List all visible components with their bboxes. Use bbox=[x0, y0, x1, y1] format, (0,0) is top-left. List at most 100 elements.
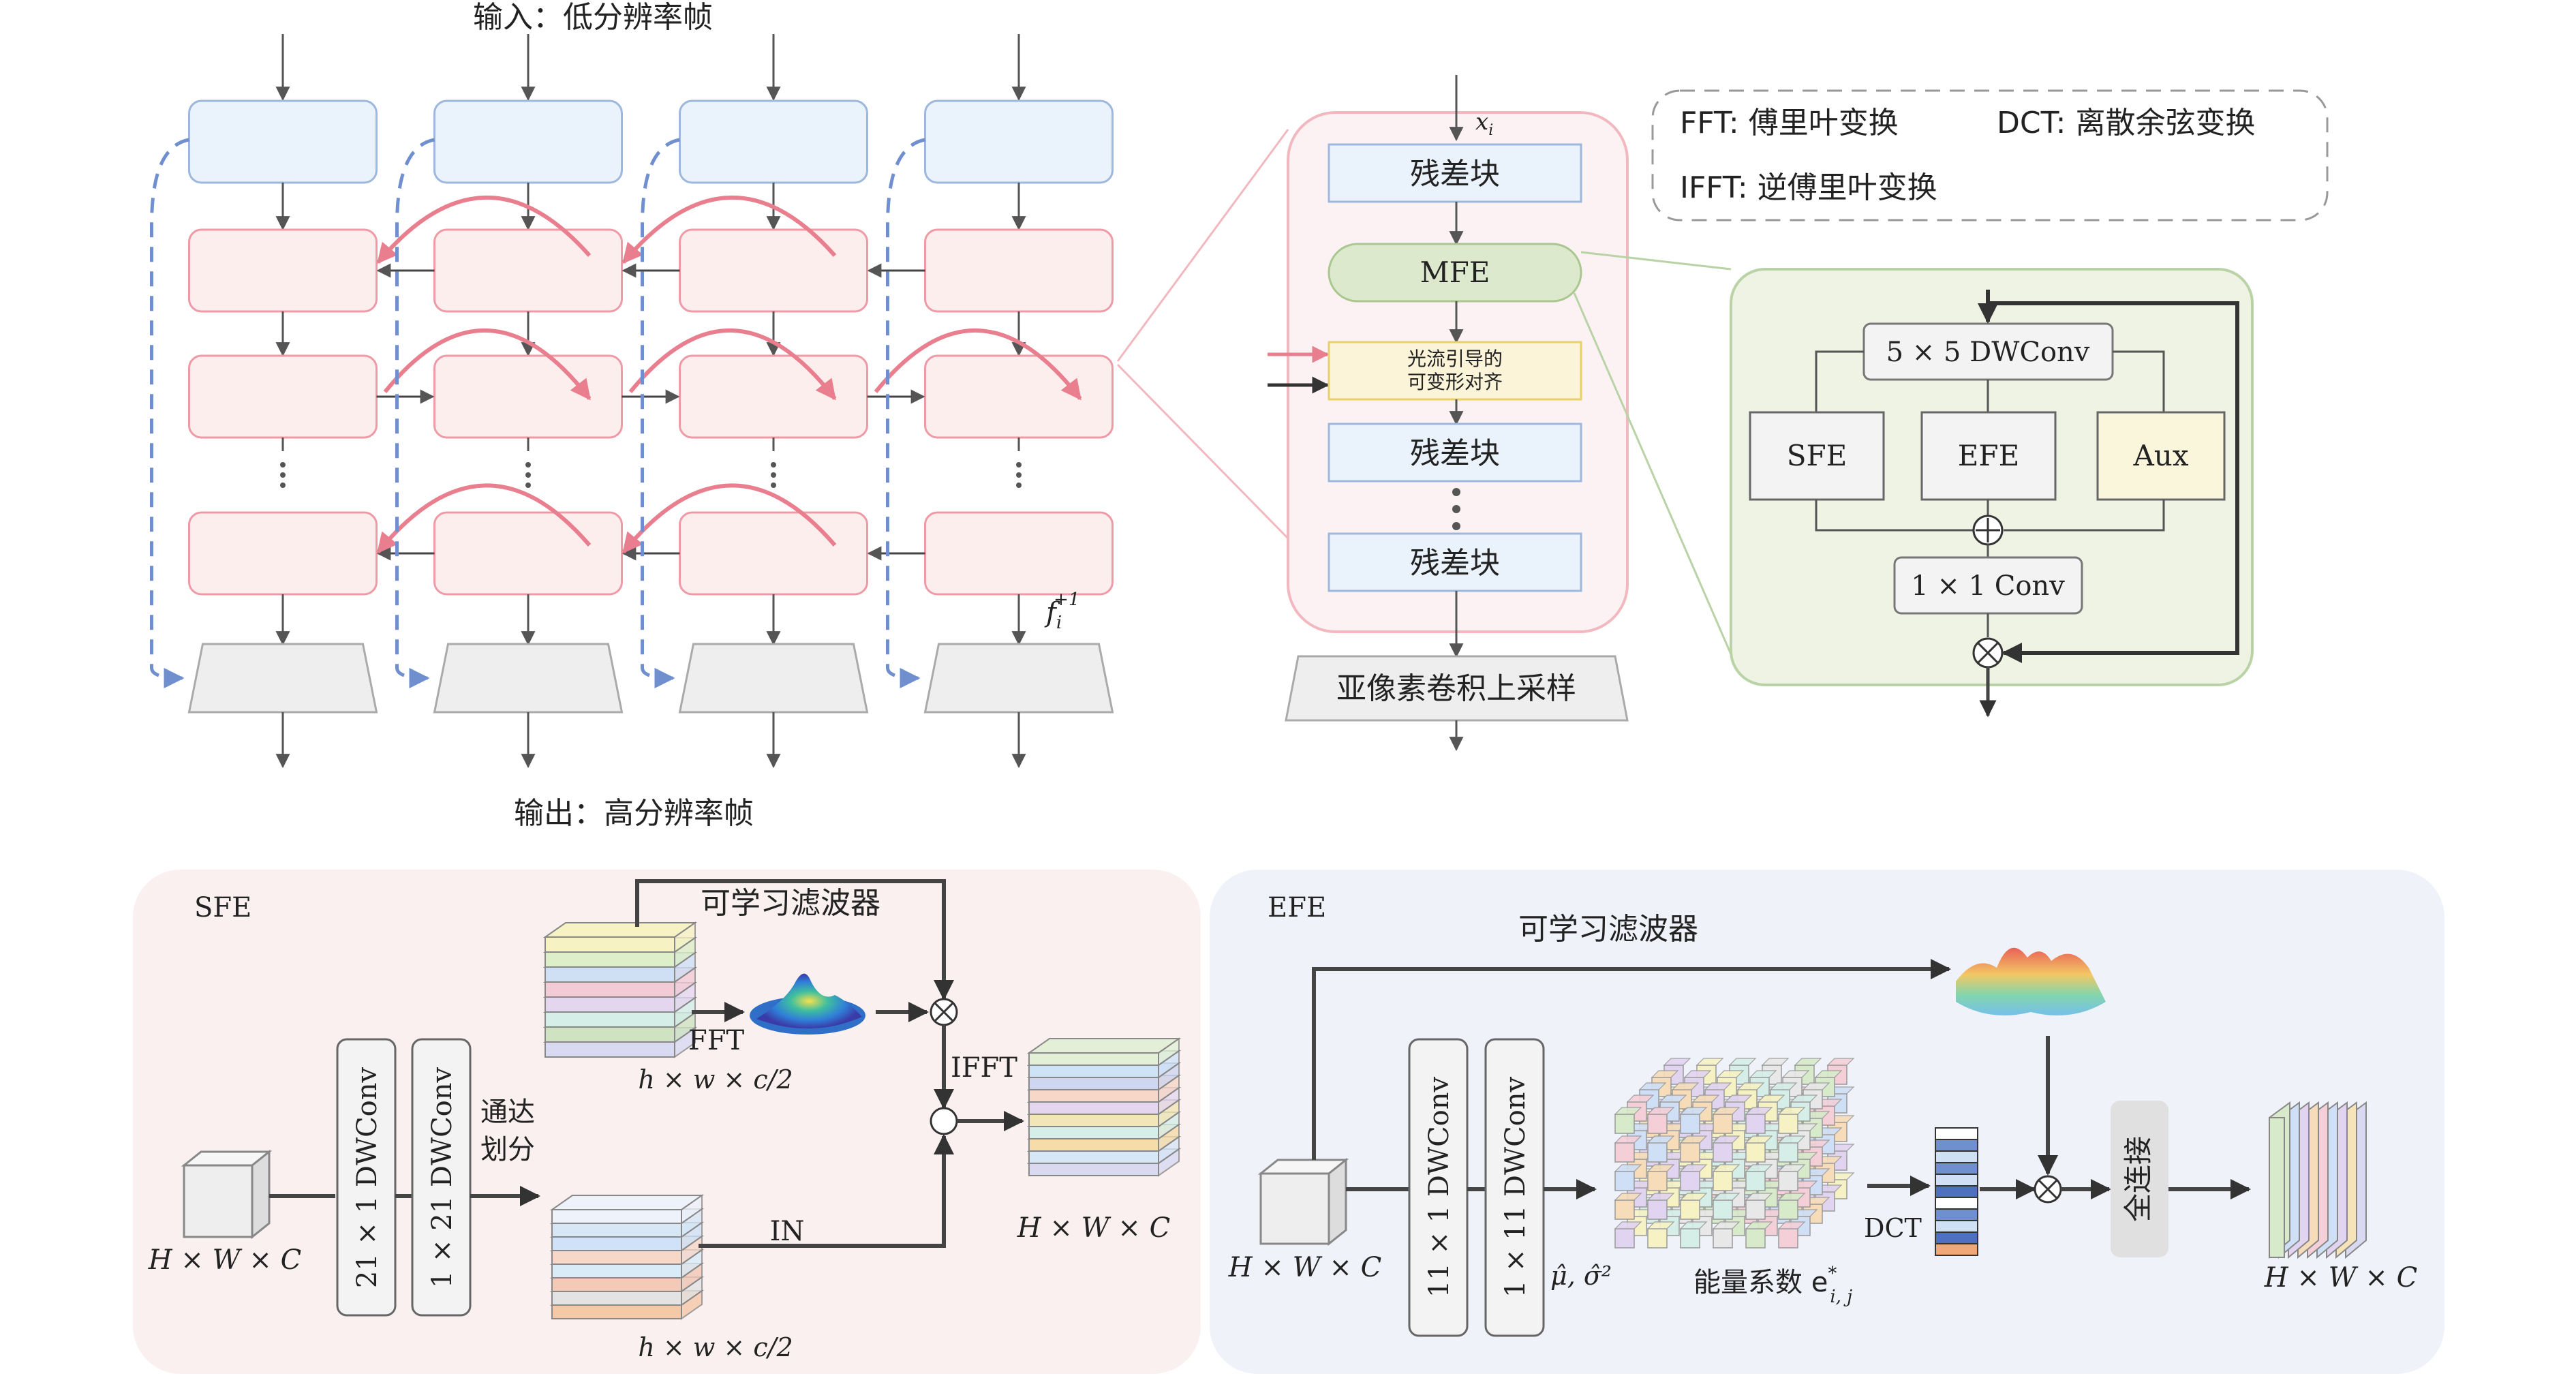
propagation-block bbox=[188, 228, 378, 313]
feature-slice-front bbox=[1028, 1126, 1159, 1139]
coef-cube bbox=[1680, 1142, 1700, 1163]
svg-text:21 × 1 DWConv: 21 × 1 DWConv bbox=[352, 1067, 383, 1288]
feature-slice bbox=[1026, 1038, 1182, 1054]
second-order-arc bbox=[376, 195, 592, 264]
svg-text:亚像素卷积上采样: 亚像素卷积上采样 bbox=[1336, 671, 1576, 706]
coef-cube bbox=[1647, 1228, 1668, 1249]
coef-cube-top bbox=[1614, 1221, 1642, 1229]
merge-node bbox=[930, 1107, 958, 1135]
coef-cube-top bbox=[1712, 1221, 1741, 1229]
feature-stack-bottom bbox=[549, 1194, 705, 1320]
coef-cube-top bbox=[1614, 1164, 1642, 1172]
coef-cube bbox=[1614, 1142, 1635, 1163]
coef-cube bbox=[1713, 1228, 1733, 1249]
feature-slice-front bbox=[1028, 1089, 1159, 1103]
svg-text:11 × 1 DWConv: 11 × 1 DWConv bbox=[1424, 1076, 1455, 1298]
ellipsis-dot bbox=[525, 472, 531, 478]
feature-slice-front bbox=[1028, 1052, 1159, 1066]
vector-cell bbox=[1935, 1162, 1978, 1175]
coef-cube-top bbox=[1777, 1164, 1806, 1172]
upsample-block bbox=[433, 643, 624, 714]
coef-cube-top bbox=[1614, 1135, 1642, 1144]
propagation-block bbox=[924, 511, 1114, 596]
coef-cube-top bbox=[1712, 1193, 1741, 1201]
aux-block bbox=[2096, 411, 2226, 501]
coef-cube-top bbox=[1614, 1193, 1642, 1201]
feature-stack-top bbox=[542, 921, 698, 1058]
coef-cube-top bbox=[1691, 1094, 1720, 1103]
coef-cube-top bbox=[1716, 1070, 1745, 1078]
coef-cube-top bbox=[1696, 1058, 1724, 1066]
coef-cube-top bbox=[1651, 1070, 1679, 1078]
vector-cell bbox=[1935, 1243, 1978, 1256]
zoom-line bbox=[1573, 292, 1732, 655]
feature-slice-front bbox=[551, 1264, 682, 1279]
coef-cube-top bbox=[1646, 1164, 1675, 1172]
svg-text:MFE: MFE bbox=[1420, 256, 1490, 289]
propagation-block bbox=[188, 354, 378, 439]
vector-cell bbox=[1935, 1208, 1978, 1221]
coef-cube bbox=[1614, 1114, 1635, 1134]
svg-text:SFE: SFE bbox=[1787, 439, 1847, 472]
input-cube bbox=[181, 1149, 273, 1240]
svg-text:1 × 11 DWConv: 1 × 11 DWConv bbox=[1500, 1076, 1531, 1298]
coef-cube bbox=[1778, 1228, 1798, 1249]
legend-fft: FFT: 傅里叶变换 bbox=[1680, 106, 1899, 140]
ifft-label: IFFT bbox=[951, 1052, 1017, 1084]
ellipsis-dot bbox=[525, 483, 531, 488]
block-input-var: xi bbox=[1475, 108, 1493, 139]
vector-cell bbox=[1935, 1220, 1978, 1233]
vector-cell bbox=[1935, 1150, 1978, 1163]
coef-cube bbox=[1680, 1114, 1700, 1134]
coef-cube-top bbox=[1671, 1082, 1700, 1090]
output-stack bbox=[2269, 1101, 2367, 1259]
svg-text:可变形对齐: 可变形对齐 bbox=[1407, 371, 1503, 393]
coef-cube bbox=[1713, 1199, 1733, 1220]
coef-cube-top bbox=[1679, 1135, 1708, 1144]
second-order-arc bbox=[622, 195, 837, 264]
zoom-line bbox=[1580, 251, 1732, 271]
coef-cube-top bbox=[1712, 1164, 1741, 1172]
zoom-line bbox=[1116, 363, 1289, 540]
coef-cube bbox=[1713, 1114, 1733, 1134]
feature-extract-block bbox=[188, 99, 378, 184]
coef-cube-top bbox=[1679, 1107, 1708, 1115]
coef-cube-top bbox=[1745, 1193, 1773, 1201]
coef-cube-top bbox=[1646, 1221, 1675, 1229]
coef-cube bbox=[1713, 1142, 1733, 1163]
coef-cube-top bbox=[1802, 1082, 1830, 1090]
coef-cube bbox=[1647, 1114, 1668, 1134]
skip-connection bbox=[150, 138, 190, 688]
feature-slice-front bbox=[1028, 1077, 1159, 1090]
upsample-block bbox=[1285, 655, 1629, 722]
feature-slice-front bbox=[1028, 1065, 1159, 1078]
ellipsis-dot bbox=[1016, 472, 1022, 478]
flow-guided-alignment bbox=[1328, 341, 1582, 401]
energy-label: 能量系数 e*i, j bbox=[1693, 1264, 1852, 1307]
mfe-block bbox=[1328, 243, 1582, 303]
svg-text:Aux: Aux bbox=[2132, 439, 2188, 472]
feature-slice-front bbox=[545, 1041, 675, 1058]
skip-connection bbox=[886, 138, 926, 688]
coef-cube-top bbox=[1777, 1107, 1806, 1115]
dim-out: H × W × C bbox=[1017, 1212, 1171, 1244]
residual-block bbox=[1328, 532, 1582, 592]
feature-slice-front bbox=[551, 1277, 682, 1292]
legend-ifft: IFFT: 逆傅里叶变换 bbox=[1680, 170, 1937, 205]
vector-cell bbox=[1935, 1174, 1978, 1186]
feature-extract-block bbox=[433, 99, 623, 184]
residual-block bbox=[1328, 423, 1582, 483]
propagation-block bbox=[433, 511, 623, 596]
mfe-detail: 5 × 5 DWConv SFE EFE Aux 1 × 1 Conv bbox=[1730, 268, 2254, 718]
coef-cube-top bbox=[1646, 1135, 1675, 1144]
fft-label: FFT bbox=[688, 1025, 745, 1056]
coef-cube-top bbox=[1724, 1094, 1753, 1103]
coef-cube-top bbox=[1794, 1058, 1822, 1066]
propagation-block bbox=[433, 228, 623, 313]
coef-cube-top bbox=[1777, 1221, 1806, 1229]
feature-extract-block bbox=[679, 99, 868, 184]
coef-cube-top bbox=[1826, 1058, 1855, 1066]
coef-cube bbox=[1713, 1171, 1733, 1191]
svg-text:划分: 划分 bbox=[480, 1134, 535, 1165]
propagation-block bbox=[433, 354, 623, 439]
